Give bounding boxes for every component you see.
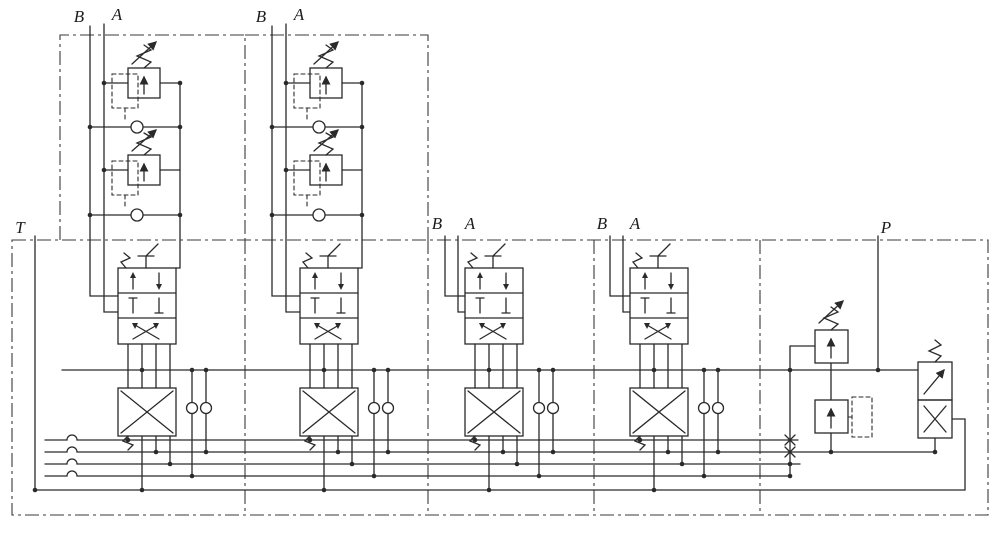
port-label-pressure: P (880, 218, 891, 237)
port-relief-module-2 (270, 24, 365, 312)
port-risers-section-4 (609, 235, 631, 313)
port-label-a-2: A (293, 5, 305, 24)
port-label-b-3: B (432, 214, 443, 233)
unloading-valve (875, 339, 953, 455)
port-risers-section-3 (444, 235, 466, 313)
directional-valve-section-1 (117, 243, 213, 493)
port-relief-module-1 (88, 24, 183, 312)
port-label-b-2: B (256, 7, 267, 26)
directional-valve-section-2 (299, 243, 395, 493)
enclosure-boundary (11, 34, 989, 516)
port-label-a-1: A (111, 5, 123, 24)
bus-lines (32, 418, 966, 493)
port-label-b-1: B (74, 7, 85, 26)
directional-valve-section-3 (464, 243, 560, 493)
directional-valve-section-4 (629, 243, 725, 493)
port-label-tank: T (15, 218, 26, 237)
main-relief-assembly (784, 300, 873, 479)
port-label-a-3: A (464, 214, 476, 233)
port-label-a-4: A (629, 214, 641, 233)
port-label-b-4: B (597, 214, 608, 233)
